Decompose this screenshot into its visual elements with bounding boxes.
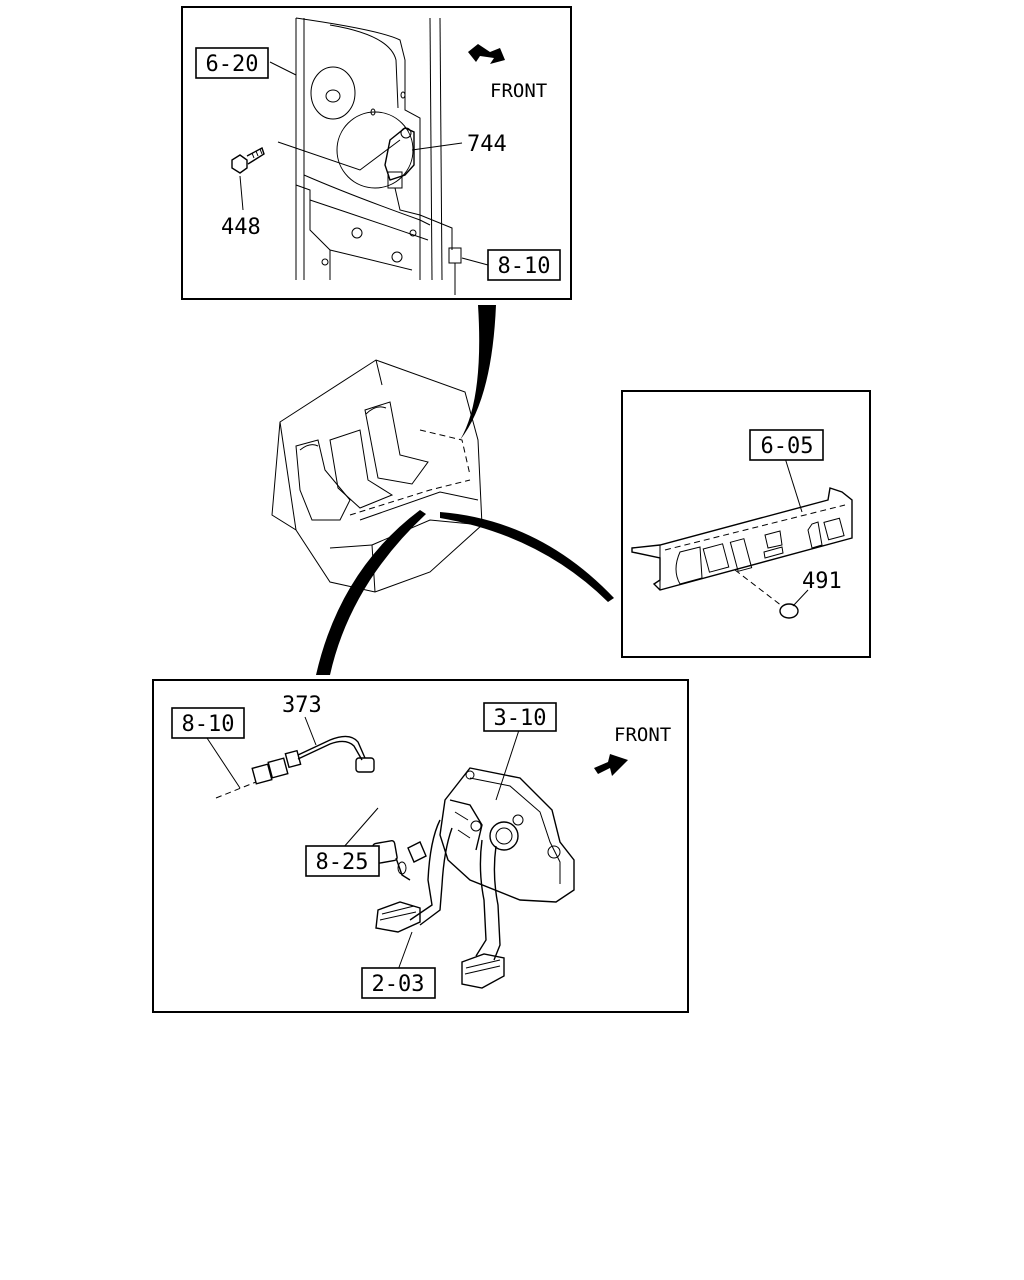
- switch-8-25-drawing: [372, 840, 427, 881]
- ref-label-8-25: 8-25: [316, 850, 369, 875]
- part-label-448: 448: [221, 215, 261, 240]
- sensor-bracket-744: [384, 127, 453, 250]
- ref-box-2-03: [361, 967, 436, 999]
- link-curve-top: [460, 305, 496, 440]
- ref-label-2-03: 2-03: [372, 972, 425, 997]
- front-arrow-top: [468, 44, 505, 64]
- top-panel-frame: [181, 6, 572, 300]
- leader-8-25: [342, 807, 379, 849]
- leader-373: [304, 716, 317, 746]
- harness-373-drawing: [215, 735, 375, 799]
- link-curve-bottom: [316, 510, 426, 675]
- ref-label-8-10-top: 8-10: [498, 254, 551, 279]
- link-curve-right: [440, 512, 614, 602]
- ref-box-3-10: [483, 702, 557, 732]
- leader-2-03: [397, 931, 413, 971]
- ref-label-8-10-bottom: 8-10: [182, 712, 235, 737]
- leader-6-20: [269, 61, 297, 76]
- bottom-detail-panel: 8-10 373 3-10 FRONT 8-25 2-03: [152, 679, 689, 1013]
- right-panel-frame: [621, 390, 871, 658]
- bolt-448: [231, 139, 401, 174]
- part-label-491: 491: [802, 569, 842, 594]
- pedal-assembly-drawing: [375, 767, 575, 989]
- leader-8-10-bottom: [206, 737, 241, 789]
- leader-8-10-top: [461, 257, 489, 266]
- part-label-373: 373: [282, 693, 322, 718]
- dash-panel-6-05-drawing: [631, 487, 853, 619]
- right-detail-panel: 6-05 491: [621, 390, 871, 658]
- leader-448: [239, 175, 244, 211]
- ref-box-8-10-top: [487, 249, 561, 281]
- front-label-bottom: FRONT: [614, 724, 671, 746]
- leader-491: [792, 589, 809, 607]
- ref-box-8-25: [305, 845, 380, 877]
- bottom-panel-frame: [152, 679, 689, 1013]
- ref-label-6-05: 6-05: [761, 434, 814, 459]
- leader-3-10: [495, 729, 520, 801]
- ref-box-6-05: [749, 429, 824, 461]
- front-label-top: FRONT: [490, 80, 547, 102]
- front-arrow-bottom: [594, 754, 628, 776]
- part-label-744: 744: [467, 132, 507, 157]
- ref-box-6-20: [195, 47, 269, 79]
- top-detail-panel: 6-20 FRONT 744 448 8-10: [181, 6, 572, 300]
- leader-744: [411, 142, 463, 151]
- pillar-panel-drawing: [295, 17, 443, 281]
- ref-box-8-10-bottom: [171, 707, 245, 739]
- connector-top: [448, 247, 462, 295]
- ref-label-6-20: 6-20: [206, 52, 259, 77]
- ref-label-3-10: 3-10: [494, 706, 547, 731]
- leader-6-05: [784, 457, 803, 513]
